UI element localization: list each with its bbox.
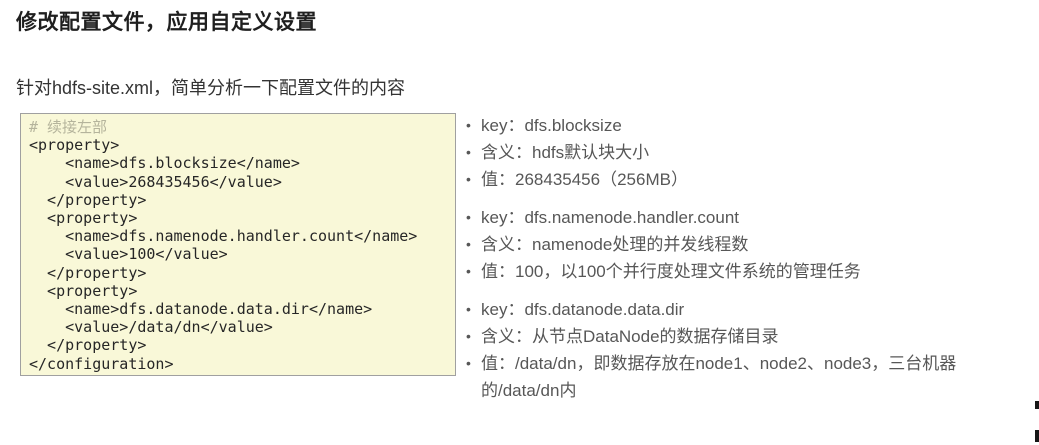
list-item: • key：dfs.datanode.data.dir [466, 296, 1022, 323]
list-item-text: 值：100，以100个并行度处理文件系统的管理任务 [481, 262, 861, 281]
bullet-group-blocksize: • key：dfs.blocksize • 含义：hdfs默认块大小 • 值：2684… [466, 112, 1022, 193]
cropped-edge-artifact [1035, 430, 1039, 442]
cropped-edge-artifact [1035, 401, 1039, 409]
bullet-group-data-dir: • key：dfs.datanode.data.dir • 含义：从节点DataNo… [466, 296, 1022, 404]
bullet-icon: • [466, 355, 471, 371]
list-item-text: 含义：hdfs默认块大小 [481, 143, 650, 162]
code-comment-line: # 续接左部 [29, 118, 108, 136]
list-item-text: 值：268435456（256MB） [481, 170, 688, 189]
list-item: • 含义：namenode处理的并发线程数 [466, 231, 1022, 258]
list-item-text: key：dfs.namenode.handler.count [481, 208, 740, 227]
code-block: # 续接左部 <property> <name>dfs.blocksize</n… [29, 118, 447, 373]
list-item-text: key：dfs.blocksize [481, 116, 622, 135]
list-item-text: 含义：从节点DataNode的数据存储目录 [481, 327, 779, 346]
bullet-icon: • [466, 144, 471, 160]
bullet-icon: • [466, 301, 471, 317]
code-xml-content: <property> <name>dfs.blocksize</name> <v… [29, 136, 418, 373]
config-explanation-column: • key：dfs.blocksize • 含义：hdfs默认块大小 • 值：2684… [466, 112, 1022, 404]
bullet-group-handler-count: • key：dfs.namenode.handler.count • 含义：name… [466, 204, 1022, 285]
bullet-icon: • [466, 209, 471, 225]
bullet-icon: • [466, 171, 471, 187]
list-item: • key：dfs.blocksize [466, 112, 1022, 139]
list-item: • key：dfs.namenode.handler.count [466, 204, 1022, 231]
bullet-icon: • [466, 236, 471, 252]
list-item: • 含义：hdfs默认块大小 [466, 139, 1022, 166]
bullet-icon: • [466, 328, 471, 344]
bullet-icon: • [466, 117, 471, 133]
list-item: • 值：100，以100个并行度处理文件系统的管理任务 [466, 258, 1022, 285]
bullet-icon: • [466, 263, 471, 279]
list-item: • 值：/data/dn，即数据存放在node1、node2、node3，三台机器… [466, 350, 1022, 404]
list-item: • 含义：从节点DataNode的数据存储目录 [466, 323, 1022, 350]
list-item: • 值：268435456（256MB） [466, 166, 1022, 193]
code-panel: # 续接左部 <property> <name>dfs.blocksize</n… [20, 113, 456, 376]
page-title: 修改配置文件，应用自定义设置 [16, 11, 317, 34]
list-item-text: key：dfs.datanode.data.dir [481, 300, 685, 319]
page-subtitle: 针对hdfs-site.xml，简单分析一下配置文件的内容 [16, 78, 406, 98]
list-item-text: 值：/data/dn，即数据存放在node1、node2、node3，三台机器的… [481, 354, 957, 400]
list-item-text: 含义：namenode处理的并发线程数 [481, 235, 749, 254]
